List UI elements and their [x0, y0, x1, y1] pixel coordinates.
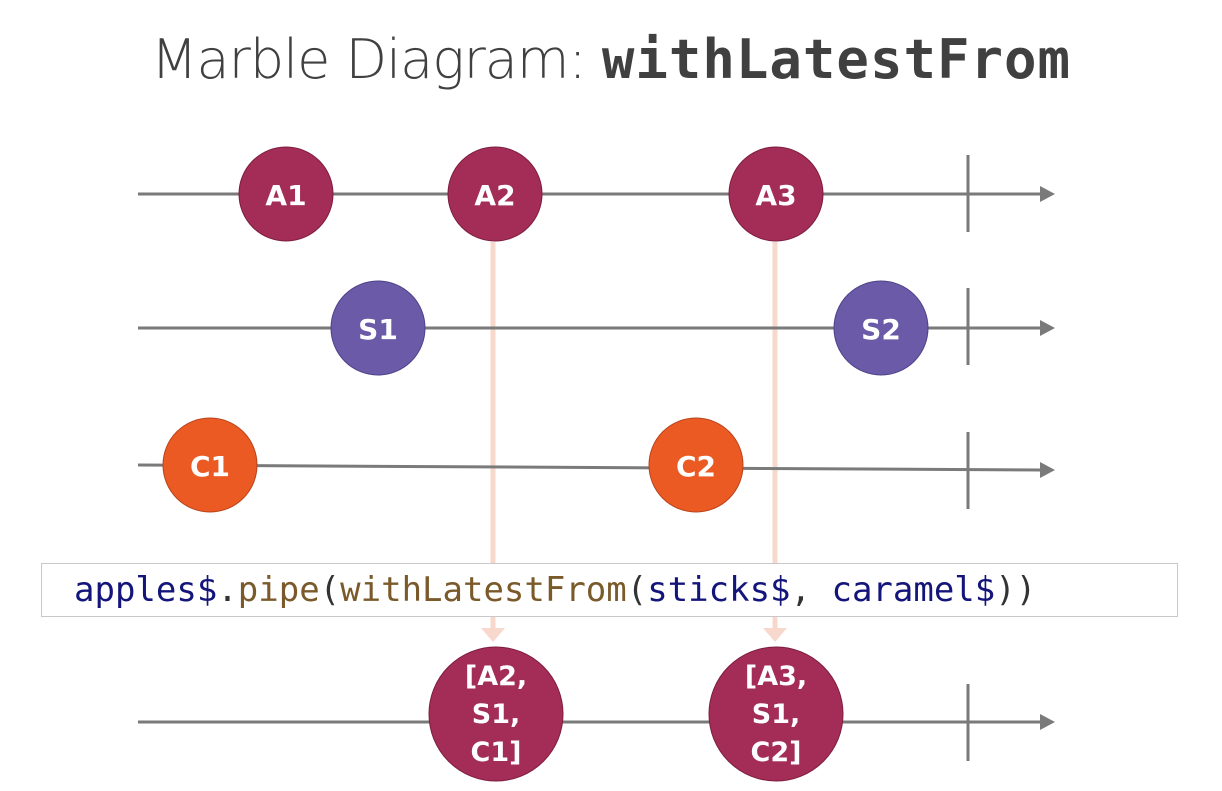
marble-a3-label: A3 [755, 179, 796, 212]
marble-c2: C2 [648, 417, 744, 513]
code-open-paren-1: ( [319, 570, 341, 610]
result-1-line-3: C1] [471, 737, 522, 768]
timeline-apples: A1 A2 A3 [138, 146, 1055, 242]
marble-c1: C1 [162, 417, 258, 513]
result-2-line-2: S1, [752, 699, 801, 730]
code-dot: . [217, 570, 238, 610]
marble-a3: A3 [728, 146, 824, 242]
marble-s1: S1 [330, 280, 426, 376]
code-operator: withLatestFrom [340, 570, 627, 610]
code-open-paren-2: ( [626, 570, 648, 610]
timeline-caramel: C1 C2 [137, 417, 1055, 513]
marble-a1: A1 [238, 146, 334, 242]
marble-c2-label: C2 [676, 450, 716, 483]
code-close-parens: )) [995, 570, 1037, 610]
marble-a2: A2 [447, 146, 543, 242]
diagram-title: Marble Diagram: withLatestFrom [0, 28, 1222, 91]
marble-a2-label: A2 [474, 179, 515, 212]
timeline-sticks: S1 S2 [138, 280, 1055, 376]
marble-result-1: [A2, S1, C1] [428, 646, 564, 782]
result-2-line-1: [A3, [745, 661, 807, 692]
marble-s2-label: S2 [861, 313, 901, 346]
marble-c1-label: C1 [190, 450, 230, 483]
result-2-line-3: C2] [751, 737, 802, 768]
marble-s1-label: S1 [358, 313, 398, 346]
code-snippet: apples$.pipe(withLatestFrom(sticks$, car… [41, 563, 1178, 617]
marble-s2: S2 [833, 280, 929, 376]
code-source: apples$ [74, 570, 218, 610]
code-comma: , [790, 570, 832, 610]
code-arg-caramel: caramel$ [831, 570, 996, 610]
result-1-line-1: [A2, [465, 661, 527, 692]
title-prefix: Marble Diagram: [150, 28, 602, 91]
title-operator: withLatestFrom [601, 28, 1072, 91]
code-arg-sticks: sticks$ [647, 570, 791, 610]
code-pipe: pipe [237, 570, 320, 610]
timeline-output: [A2, S1, C1] [A3, S1, C2] [138, 646, 1055, 782]
marble-result-2: [A3, S1, C2] [708, 646, 844, 782]
marble-a1-label: A1 [265, 179, 306, 212]
result-1-line-2: S1, [472, 699, 521, 730]
